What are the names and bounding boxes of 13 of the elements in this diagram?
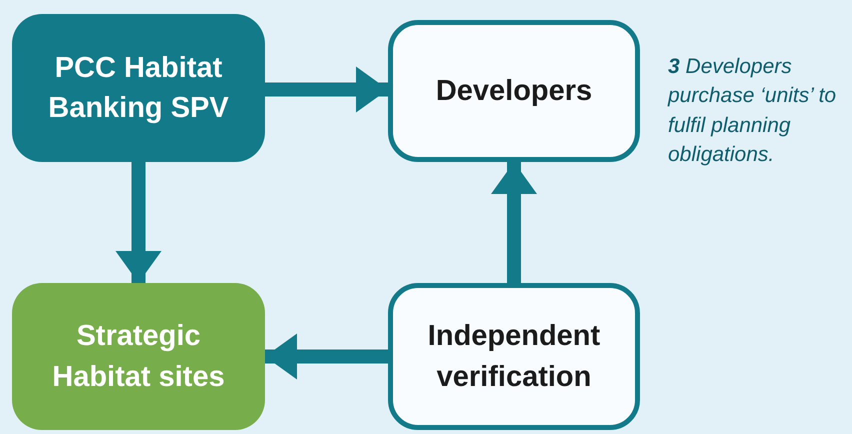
arrow (491, 162, 537, 283)
node-label: PCC Habitat Banking SPV (47, 50, 230, 126)
node-label: Developers (436, 74, 592, 109)
process-box (388, 20, 640, 162)
arrow (265, 66, 388, 112)
process-box (12, 14, 265, 162)
arrow (116, 162, 162, 283)
annotation-text: 3 Developers purchase ‘units’ to fulfil planning obligations. (668, 54, 838, 168)
process-box (12, 283, 265, 430)
arrow (265, 334, 388, 380)
node-label: Strategic Habitat sites (51, 319, 226, 394)
node-label: Independent verification (426, 319, 602, 394)
process-box (388, 283, 640, 430)
